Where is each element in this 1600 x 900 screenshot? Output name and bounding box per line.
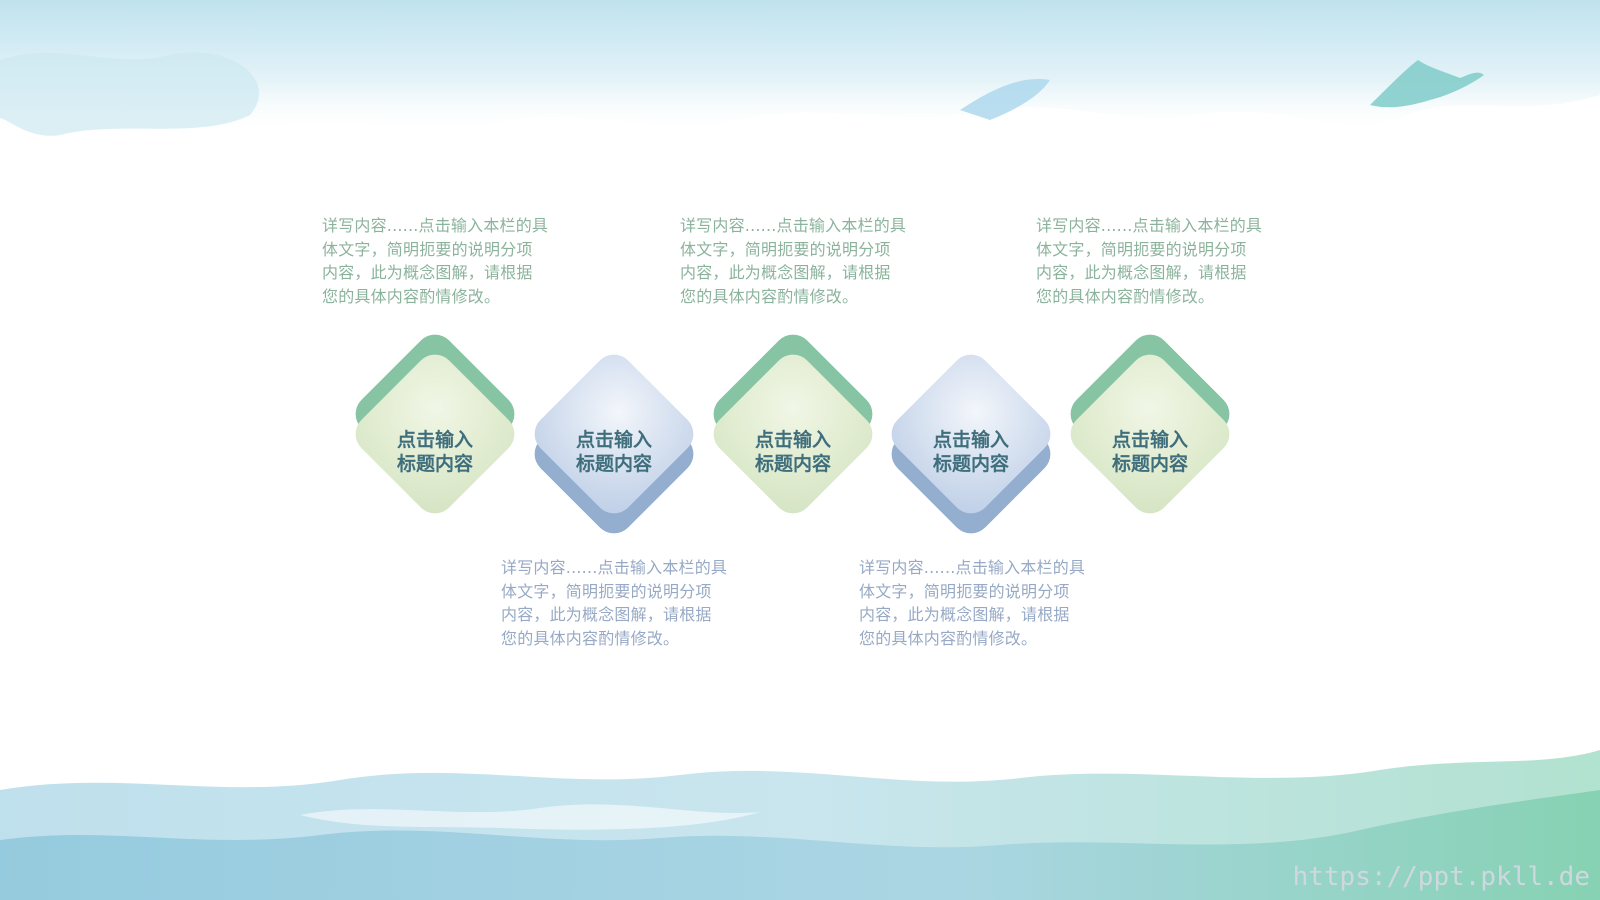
step-2-description: 详写内容......点击输入本栏的具 体文字，简明扼要的说明分项 内容，此为概念… (501, 558, 728, 648)
step-5-description: 详写内容......点击输入本栏的具 体文字，简明扼要的说明分项 内容，此为概念… (1036, 216, 1263, 306)
top-sky-wash (0, 0, 1600, 135)
top-cloud-mid (960, 79, 1050, 120)
step-4-description: 详写内容......点击输入本栏的具 体文字，简明扼要的说明分项 内容，此为概念… (859, 558, 1086, 648)
step-5-node: 点击输入 标题内容 (1058, 320, 1242, 540)
watermark-url: https://ppt.pkll.de (1292, 862, 1590, 892)
step-1-title: 点击输入 标题内容 (396, 429, 473, 475)
bottom-mountain-mist (300, 804, 760, 830)
step-2-node: 点击输入 标题内容 (522, 320, 706, 542)
step-4-title: 点击输入 标题内容 (932, 429, 1009, 475)
top-peak-right (1370, 60, 1484, 108)
step-1-description: 详写内容......点击输入本栏的具 体文字，简明扼要的说明分项 内容，此为概念… (322, 216, 549, 306)
step-5-title: 点击输入 标题内容 (1111, 429, 1188, 475)
step-1-node: 点击输入 标题内容 (343, 320, 527, 540)
step-2-title: 点击输入 标题内容 (575, 429, 652, 475)
step-3-title: 点击输入 标题内容 (754, 429, 831, 475)
step-4-node: 点击输入 标题内容 (879, 320, 1063, 542)
bottom-mountain-front (0, 790, 1600, 900)
step-3-description: 详写内容......点击输入本栏的具 体文字，简明扼要的说明分项 内容，此为概念… (680, 216, 907, 306)
top-cloud-left (0, 52, 259, 136)
step-3-node: 点击输入 标题内容 (701, 320, 885, 540)
